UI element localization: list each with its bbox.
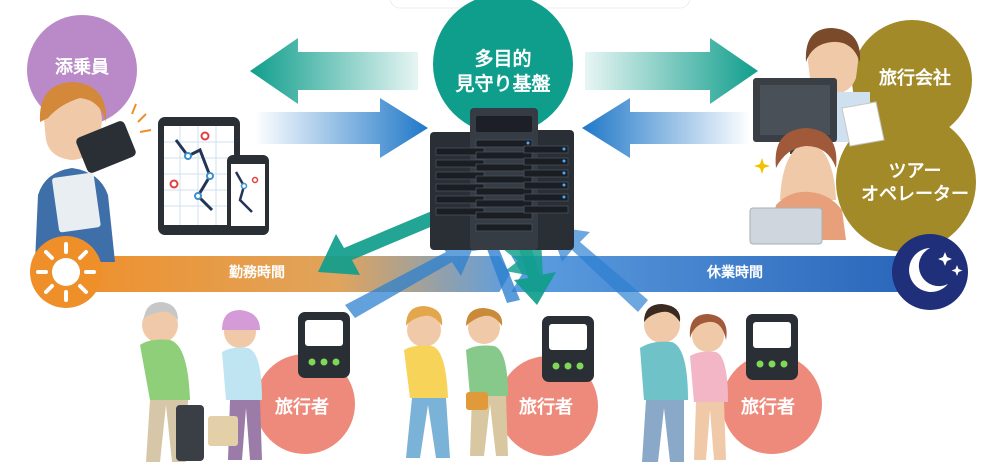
tour-operator-label: ツアー オペレーター (845, 160, 985, 207)
attendant-illustration (35, 82, 152, 262)
handheld-terminal-icon-3 (746, 314, 798, 380)
platform-circle (433, 0, 573, 134)
sun-icon (30, 236, 102, 308)
traveler-group-3 (640, 304, 728, 462)
platform-title-line1: 多目的 (474, 48, 532, 70)
traveler-group-2 (404, 306, 508, 458)
arrow-from-company (582, 98, 750, 158)
smartphone-icon (227, 155, 269, 235)
arrow-to-attendant (250, 38, 418, 104)
tour-operator-line1: ツアー (888, 161, 942, 182)
tablet-icon (158, 117, 240, 235)
arrow-to-company (585, 38, 758, 104)
working-hours-label: 勤務時間 (229, 265, 285, 281)
traveler-circle-1 (255, 354, 355, 454)
server-rack-icon (430, 108, 574, 250)
attendant-label: 添乗員 (55, 57, 109, 78)
arrow-from-tablet (255, 98, 428, 158)
handheld-terminal-icon (298, 312, 350, 378)
traveler-label-3: 旅行者 (741, 397, 795, 418)
traveler-label-1: 旅行者 (275, 397, 329, 418)
company-circle (852, 20, 972, 140)
traveler-label-2: 旅行者 (519, 397, 573, 418)
company-staff-illustration (749, 28, 885, 245)
traveler-circle-3 (722, 354, 822, 454)
travel-company-label: 旅行会社 (879, 68, 951, 89)
handheld-terminal-icon-2 (542, 316, 594, 382)
traveler-group-1 (140, 302, 262, 462)
platform-title: 多目的 見守り基盤 (433, 47, 573, 96)
off-hours-label: 休業時間 (707, 265, 763, 281)
operator-circle (836, 112, 976, 252)
tour-operator-line2: オペレーター (861, 184, 969, 206)
moon-stars-icon (892, 234, 968, 310)
platform-title-line2: 見守り基盤 (455, 72, 551, 95)
